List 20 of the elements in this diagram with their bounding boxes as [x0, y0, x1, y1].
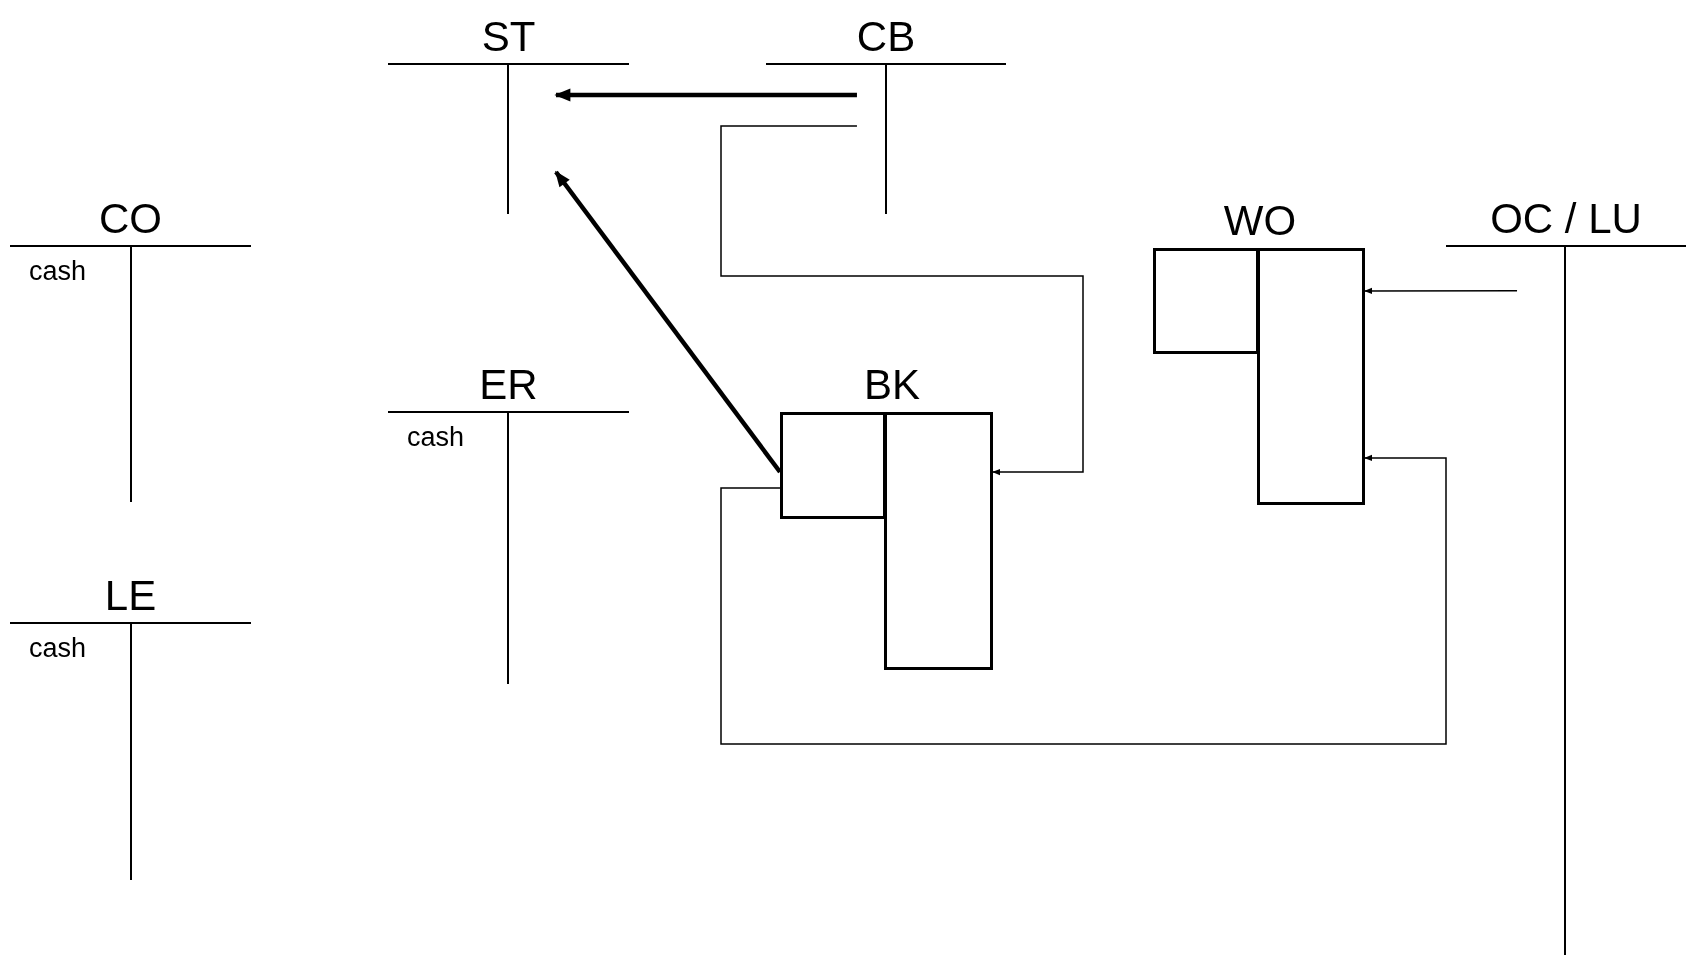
arrow: [554, 88, 857, 102]
account-note: cash: [29, 635, 87, 662]
account-title: BK: [864, 364, 920, 406]
account-title: ER: [479, 364, 538, 406]
account-title: WO: [1223, 200, 1297, 242]
arrow: [554, 170, 782, 474]
account-box: [1153, 248, 1259, 354]
arrow: [720, 125, 1084, 476]
account-title: LE: [104, 575, 157, 617]
account-box: [1257, 248, 1365, 505]
arrow: [720, 454, 1447, 745]
arrow: [1364, 287, 1518, 295]
account-box: [780, 412, 886, 519]
account-note: cash: [29, 258, 87, 285]
account-title: OC / LU: [1490, 198, 1642, 240]
account-title: CB: [856, 16, 916, 58]
account-note: cash: [407, 424, 465, 451]
account-box: [884, 412, 993, 670]
account-title: CO: [99, 198, 162, 240]
account-title: ST: [481, 16, 536, 58]
